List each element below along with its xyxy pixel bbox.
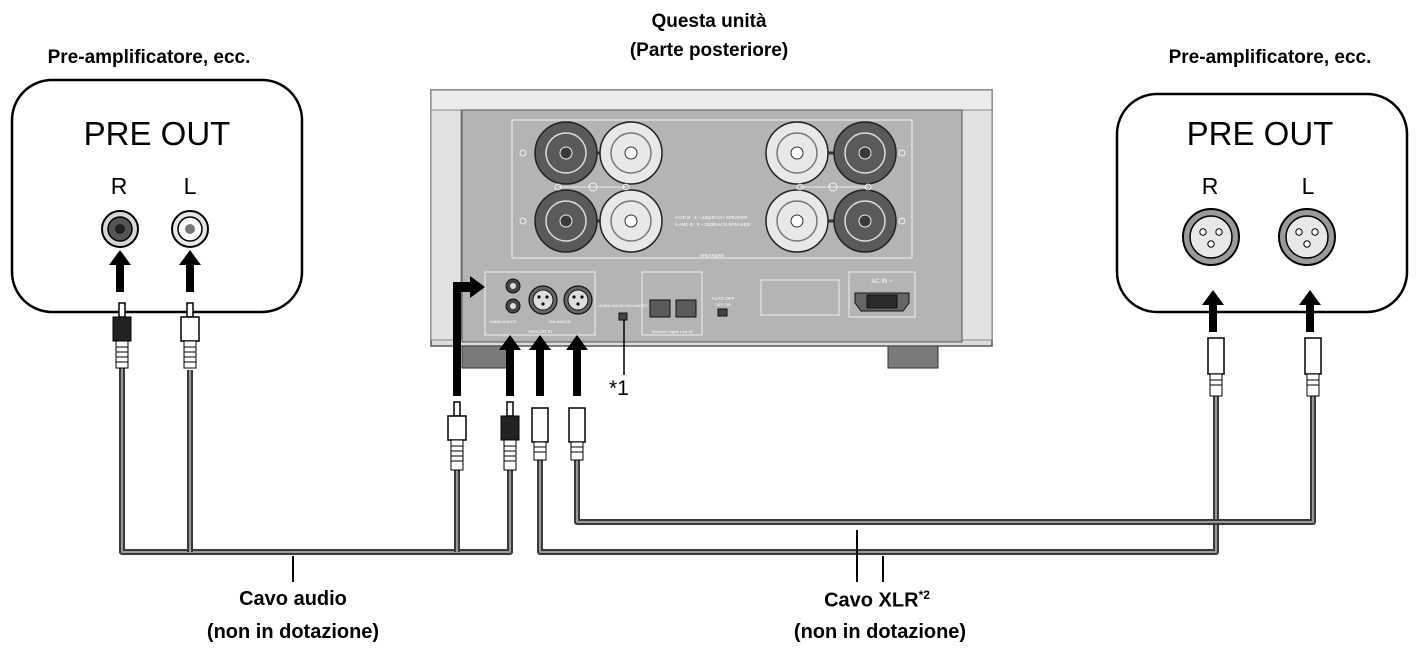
right-preamp-box: PRE OUT R L bbox=[1115, 92, 1409, 314]
digital-link-caption: Technics Digital Link IN bbox=[651, 329, 692, 334]
left-rca-jack-r bbox=[101, 210, 139, 248]
right-xlr-jack-l bbox=[1278, 208, 1336, 266]
left-rca-plug-r bbox=[112, 302, 132, 369]
auto-off-switch: AUTO OFF OFF ON bbox=[712, 296, 735, 317]
input-selector-switch: UNBALANCED BALANCED bbox=[598, 303, 648, 321]
xlr-cable-note: (non in dotazione) bbox=[793, 621, 967, 643]
impedance-note-1: A OR B : 4 ~ 16Ω/EACH SPEAKER bbox=[675, 215, 748, 220]
left-rca-jack-l bbox=[171, 210, 209, 248]
preamp-right-title: Pre-amplificatore, ecc. bbox=[1168, 47, 1372, 68]
left-r-label: R bbox=[111, 173, 128, 199]
center-rca-plug-l bbox=[447, 401, 467, 471]
left-pre-out-title: PRE OUT bbox=[84, 115, 231, 152]
digital-link-section: Technics Digital Link IN bbox=[641, 271, 703, 336]
auto-off-states: OFF ON bbox=[715, 302, 730, 307]
right-l-label: L bbox=[1302, 173, 1315, 199]
preamp-left-title: Pre-amplificatore, ecc. bbox=[47, 47, 251, 68]
auto-off-caption: AUTO OFF bbox=[712, 296, 735, 301]
xlr-cable-footnote: *2 bbox=[918, 588, 930, 602]
center-rca-plug-r bbox=[500, 401, 520, 471]
audio-cable-label: Cavo audio bbox=[239, 588, 347, 610]
selector-caption: UNBALANCED BALANCED bbox=[598, 303, 648, 308]
left-l-label: L bbox=[184, 173, 197, 199]
unbalanced-caption: UNBALANCED bbox=[489, 319, 516, 324]
balanced-caption: BALANCED bbox=[549, 319, 571, 324]
impedance-note-2: A AND B : 8 ~ 16Ω/EACH SPEAKER bbox=[675, 222, 751, 227]
analog-in-caption: ANALOG IN bbox=[528, 329, 553, 334]
speaker-terminals: A OR B : 4 ~ 16Ω/EACH SPEAKER A AND B : … bbox=[519, 121, 906, 253]
right-pre-out-title: PRE OUT bbox=[1187, 115, 1334, 152]
audio-cable-note: (non in dotazione) bbox=[206, 621, 380, 643]
center-arrows-icon bbox=[453, 276, 588, 396]
footnote-marker: *1 bbox=[609, 377, 629, 400]
right-up-arrow-icon bbox=[1202, 290, 1321, 332]
speakers-caption: SPEAKERS bbox=[700, 253, 724, 258]
center-xlr-plug-r bbox=[568, 407, 586, 461]
xlr-cable bbox=[537, 395, 1316, 582]
amplifier-rear-panel: SPEAKERS bbox=[430, 89, 993, 369]
up-arrow-icon bbox=[109, 250, 201, 292]
unit-title: Questa unità bbox=[651, 11, 767, 32]
right-xlr-plug-l bbox=[1304, 337, 1322, 397]
center-xlr-plug-l bbox=[531, 407, 549, 461]
left-preamp-box: PRE OUT R L bbox=[10, 78, 304, 314]
unit-subtitle: (Parte posteriore) bbox=[629, 40, 789, 61]
ac-inlet: AC IN ~ bbox=[848, 271, 916, 318]
right-r-label: R bbox=[1202, 173, 1219, 199]
right-xlr-jack-r bbox=[1182, 208, 1240, 266]
left-rca-plug-l bbox=[180, 302, 200, 369]
xlr-cable-label: Cavo XLR*2 bbox=[824, 588, 930, 613]
right-xlr-plug-r bbox=[1207, 337, 1225, 397]
audio-cable bbox=[119, 368, 513, 582]
ac-in-caption: AC IN ~ bbox=[871, 279, 893, 285]
xlr-cable-text: Cavo XLR bbox=[824, 589, 919, 612]
